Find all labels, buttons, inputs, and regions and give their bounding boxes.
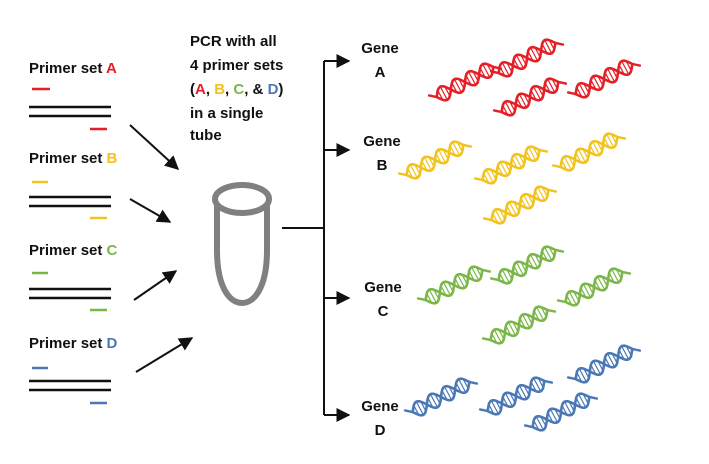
pcr-text-line-1: PCR with all [190,33,277,50]
dna-helix-icon [427,62,503,102]
pcr-text-line-5: tube [190,127,222,144]
gene-connector [282,54,351,422]
arrow-icon [133,270,178,301]
gene-a-letter: A [375,64,386,81]
primer-set-a-strands [29,87,111,131]
dna-helix-icon [523,392,599,432]
dna-helix-icon [566,59,642,99]
gene-d-label: Gene [361,398,399,415]
gene-c-letter: C [378,303,389,320]
arrow-icon [135,337,194,373]
gene-a-label: Gene [361,40,399,57]
primer-set-d-label: Primer set D [29,335,118,352]
dna-helix-icon [489,245,565,285]
pcr-text-line-3: (A, B, C, & D) [190,81,283,98]
primer-set-b-label: Primer set B [29,150,118,167]
dna-helix-icon [492,77,568,117]
dna-helix-icon [566,344,642,384]
dna-helix-icon [482,185,558,225]
dna-helix-icon [478,376,554,416]
dna-helix-icon [551,132,627,172]
dna-helices [397,38,642,432]
primer-set-c-label: Primer set C [29,242,118,259]
pcr-text-line-2: 4 primer sets [190,57,283,74]
primer-set-d-strands [29,366,111,405]
pcr-tube-icon [212,182,272,306]
dna-helix-icon [403,377,479,417]
gene-c-label: Gene [364,279,402,296]
dna-helix-icon [556,267,632,307]
dna-helix-icon [416,265,492,305]
arrow-icon [129,124,180,170]
pcr-text-line-4: in a single [190,105,263,122]
gene-d-letter: D [375,422,386,439]
dna-helix-icon [481,305,557,345]
dna-helix-icon [489,38,565,78]
arrow-icon [129,198,172,223]
primer-set-c-strands [29,271,111,312]
dna-helix-icon [397,140,473,180]
dna-helix-icon [473,145,549,185]
primer-set-b-strands [29,180,111,220]
primer-set-a-label: Primer set A [29,60,117,77]
gene-b-letter: B [377,157,388,174]
pcr-description: PCR with all 4 primer sets (A, B, C, & D… [190,33,283,144]
gene-b-label: Gene [363,133,401,150]
